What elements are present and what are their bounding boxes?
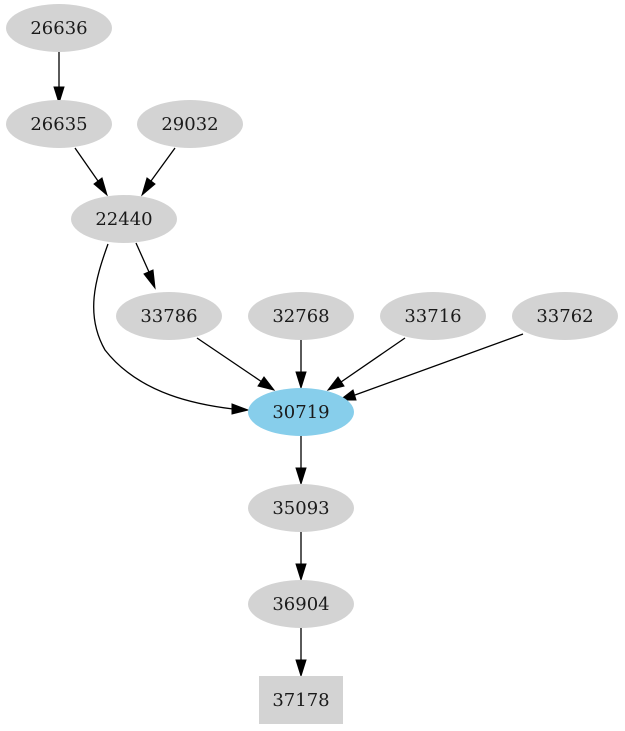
arrowhead xyxy=(295,467,307,486)
edge-line xyxy=(354,333,524,396)
arrowhead xyxy=(93,177,108,197)
node-32768[interactable]: 32768 xyxy=(248,292,354,340)
edge-26635-to-22440 xyxy=(74,147,108,197)
edge-33762-to-30719 xyxy=(338,333,524,401)
edge-line xyxy=(196,337,263,383)
edge-line xyxy=(150,147,176,182)
edge-29032-to-22440 xyxy=(141,147,176,197)
edge-33786-to-30719 xyxy=(196,337,276,391)
node-29032[interactable]: 29032 xyxy=(137,100,243,148)
node-26635[interactable]: 26635 xyxy=(6,100,112,148)
edge-line xyxy=(135,242,150,273)
node-ellipse xyxy=(380,292,486,340)
node-36904[interactable]: 36904 xyxy=(248,580,354,628)
node-label: 29032 xyxy=(161,114,218,135)
node-label: 22440 xyxy=(95,209,152,230)
node-35093[interactable]: 35093 xyxy=(248,484,354,532)
node-26636[interactable]: 26636 xyxy=(6,4,112,52)
node-33786[interactable]: 33786 xyxy=(116,292,222,340)
arrowhead xyxy=(295,371,307,390)
node-37178[interactable]: 37178 xyxy=(259,676,343,724)
arrowhead xyxy=(257,376,276,391)
node-label: 36904 xyxy=(272,594,329,615)
edge-line xyxy=(74,147,99,182)
node-label: 33786 xyxy=(140,306,197,327)
node-label: 30719 xyxy=(272,402,329,423)
edge-30719-to-35093 xyxy=(295,436,307,486)
edge-line xyxy=(93,243,234,410)
arrowhead xyxy=(326,376,345,391)
node-33716[interactable]: 33716 xyxy=(380,292,486,340)
edge-35093-to-36904 xyxy=(295,532,307,582)
node-ellipse xyxy=(248,484,354,532)
node-label: 37178 xyxy=(272,690,329,711)
edge-line xyxy=(340,337,406,383)
arrowhead xyxy=(338,389,357,401)
arrowhead xyxy=(141,177,156,197)
arrowhead xyxy=(231,403,250,415)
node-label: 33716 xyxy=(404,306,461,327)
node-ellipse xyxy=(116,292,222,340)
node-ellipse xyxy=(512,292,618,340)
edge-22440-to-30719 xyxy=(93,243,250,415)
arrowhead xyxy=(295,563,307,582)
arrowhead xyxy=(143,269,156,290)
arrowhead xyxy=(53,86,65,105)
edge-36904-to-37178 xyxy=(295,628,307,678)
node-33762[interactable]: 33762 xyxy=(512,292,618,340)
node-box xyxy=(259,676,343,724)
node-ellipse xyxy=(248,580,354,628)
edge-33716-to-30719 xyxy=(326,337,406,391)
node-label: 26635 xyxy=(30,114,87,135)
arrowhead xyxy=(295,659,307,678)
node-label: 33762 xyxy=(536,306,593,327)
node-ellipse-highlighted xyxy=(248,388,354,436)
node-30719[interactable]: 30719 xyxy=(248,388,354,436)
edge-22440-to-33786 xyxy=(135,242,156,290)
node-ellipse xyxy=(248,292,354,340)
node-label: 35093 xyxy=(272,498,329,519)
nodes-layer: 26636 26635 29032 22440 33786 32768 33716 33762… xyxy=(6,4,618,724)
edges-layer xyxy=(53,52,524,678)
node-22440[interactable]: 22440 xyxy=(71,195,177,243)
edge-26636-to-26635 xyxy=(53,52,65,105)
node-ellipse xyxy=(71,195,177,243)
edge-32768-to-30719 xyxy=(295,340,307,390)
node-label: 32768 xyxy=(272,306,329,327)
node-label: 26636 xyxy=(30,18,87,39)
node-ellipse xyxy=(137,100,243,148)
node-ellipse xyxy=(6,4,112,52)
node-ellipse xyxy=(6,100,112,148)
